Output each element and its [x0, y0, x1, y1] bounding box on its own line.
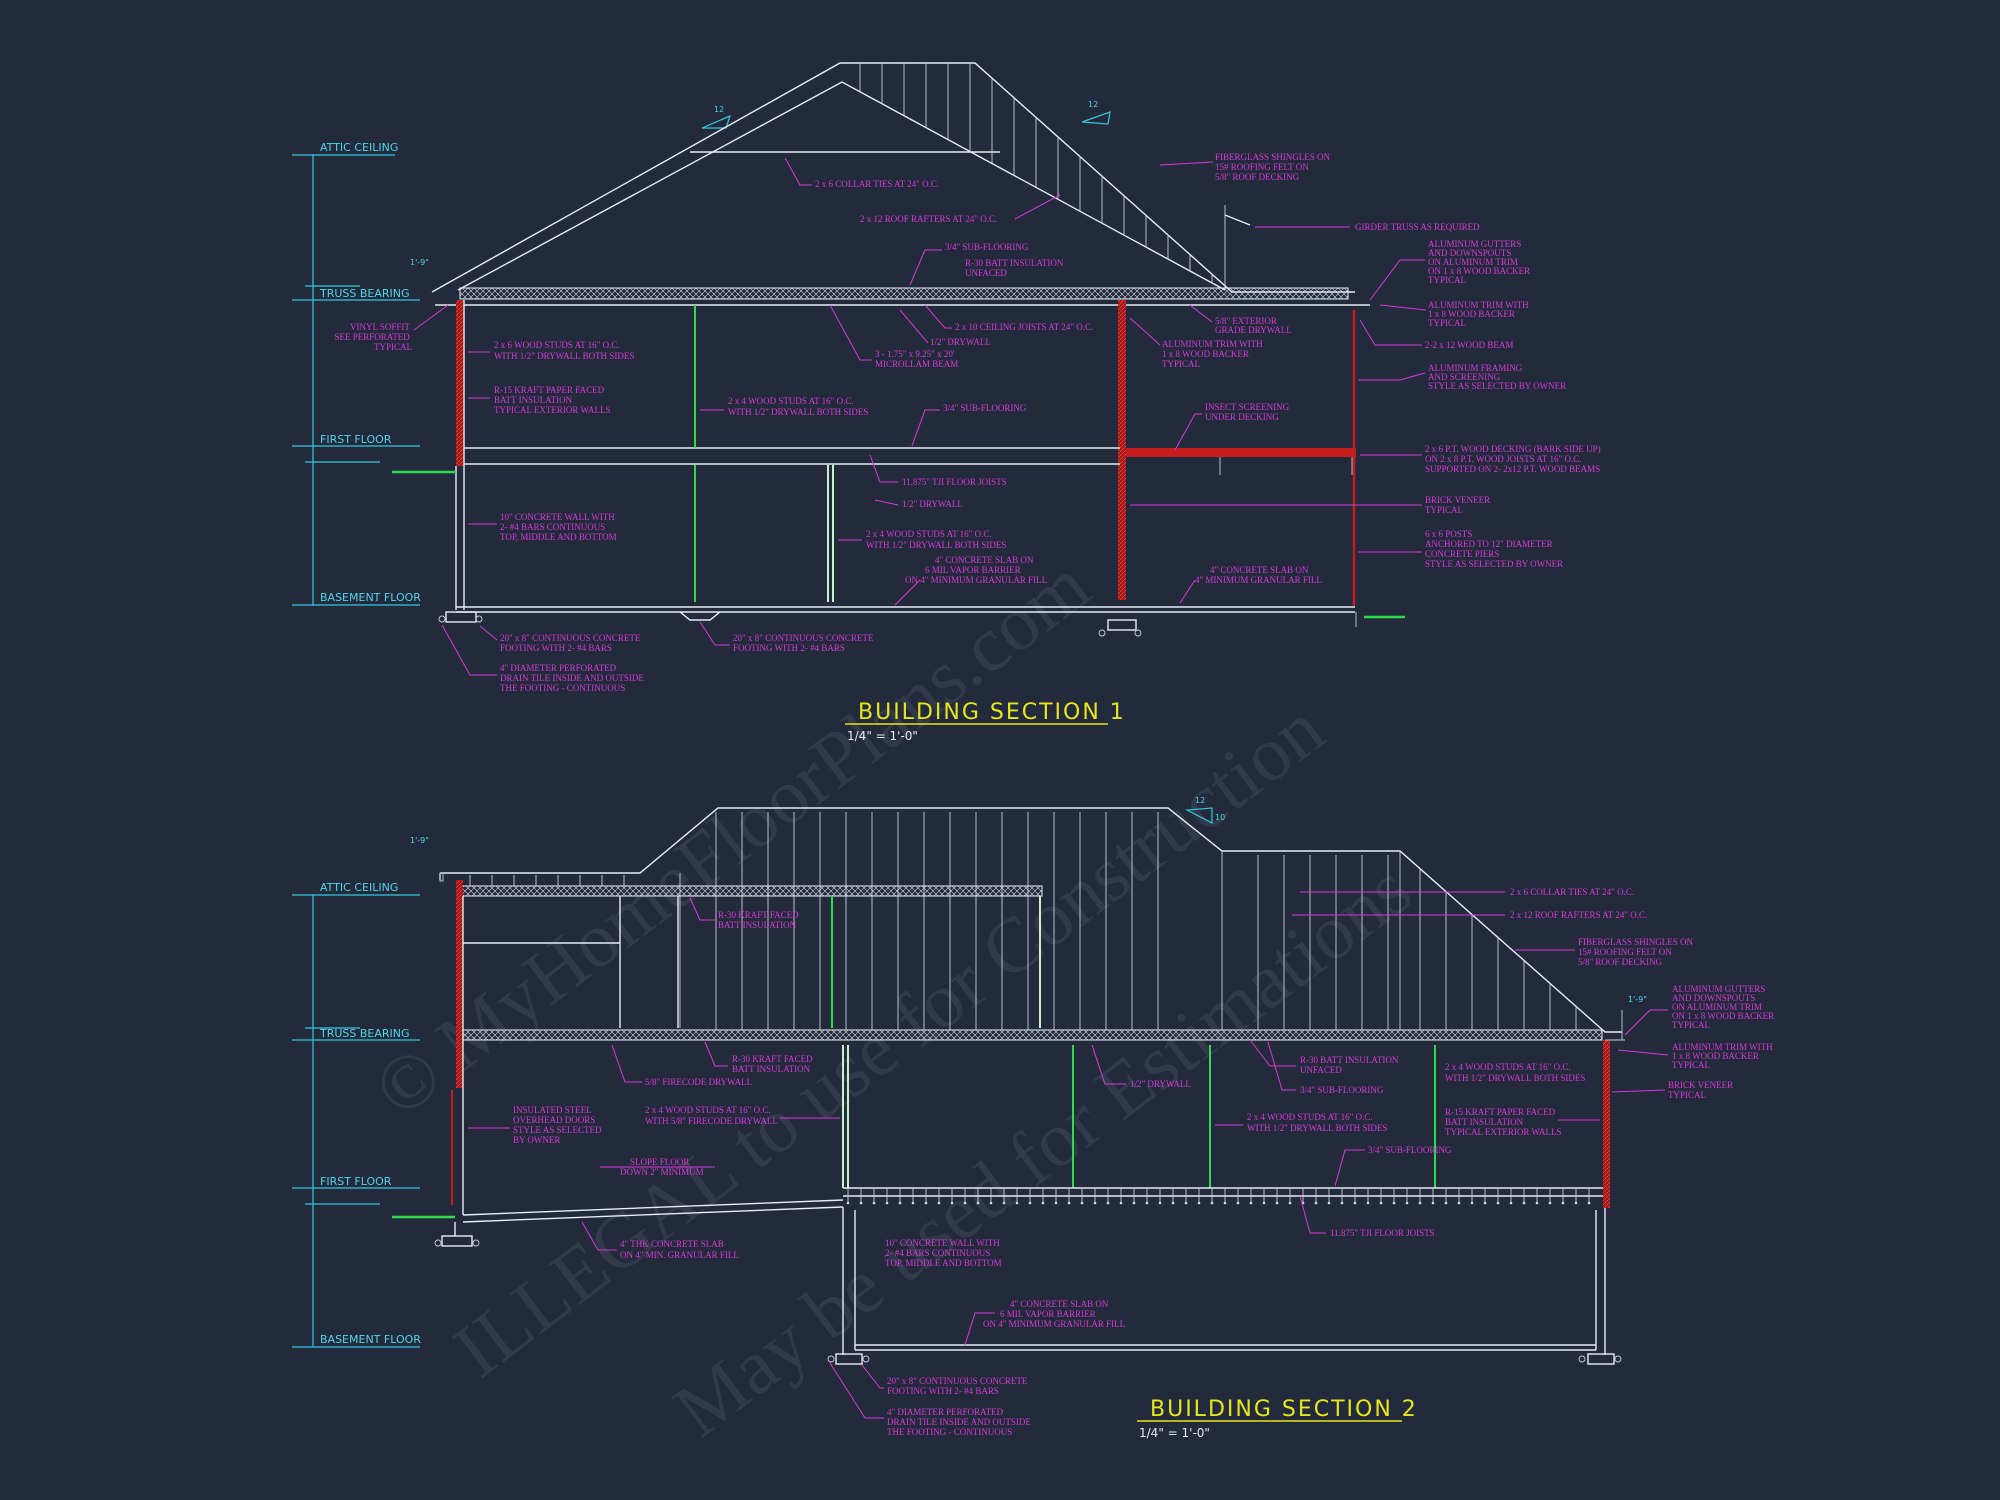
watermark-line-1: © MyHomeFloorPlans.com — [358, 541, 1105, 1134]
s2-truss-insulation-band — [459, 1029, 1603, 1041]
building-section-2: ATTIC CEILING TRUSS BEARING FIRST FLOOR … — [292, 796, 1776, 1440]
s2-note-subfloor-1: 3/4" SUB-FLOORING — [1300, 1085, 1384, 1095]
s2-note-kraft-r30-mid: R-30 KRAFT FACED BATT INSULATION — [732, 1054, 815, 1074]
section2-level-markers: ATTIC CEILING TRUSS BEARING FIRST FLOOR … — [292, 796, 1647, 1348]
s1-note-posts: 6 x 6 POSTS ANCHORED TO 12" DIAMETER CON… — [1425, 529, 1563, 569]
s2-attic-insulation-band — [459, 885, 1043, 897]
s2-level-attic-ceiling: ATTIC CEILING — [320, 881, 398, 894]
s2-note-studs-right: 2 x 4 WOOD STUDS AT 16" O.C. WITH 1/2" D… — [1445, 1062, 1585, 1083]
s1-scale: 1/4" = 1'-0" — [847, 729, 918, 743]
s2-note-footing: 20" x 8" CONTINUOUS CONCRETE FOOTING WIT… — [887, 1376, 1030, 1396]
s1-note-wood-beam: 2-2 x 12 WOOD BEAM — [1425, 340, 1513, 350]
s2-note-drain-tile: 4" DIAMETER PERFORATED DRAIN TILE INSIDE… — [887, 1407, 1033, 1437]
s2-note-studs-firecode: 2 x 4 WOOD STUDS AT 16" O.C. WITH 5/8" F… — [645, 1105, 778, 1126]
s1-note-alum-trim-2: ALUMINUM TRIM WITH 1 x 8 WOOD BACKER TYP… — [1162, 339, 1265, 369]
s2-note-r15-kraft: R-15 KRAFT PAPER FACED BATT INSULATION T… — [1445, 1107, 1562, 1137]
section1-level-markers: ATTIC CEILING TRUSS BEARING FIRST FLOOR … — [292, 100, 1111, 606]
s1-note-exterior-drywall: 5/8" EXTERIOR GRADE DRYWALL — [1215, 316, 1292, 335]
s2-note-drywall: 1/2" DRYWALL — [1130, 1079, 1191, 1089]
s2-note-studs-mid: 2 x 4 WOOD STUDS AT 16" O.C. WITH 1/2" D… — [1247, 1112, 1387, 1133]
s1-note-insect-screening: INSECT SCREENING UNDER DECKING — [1205, 402, 1291, 422]
s1-note-studs-exterior: 2 x 6 WOOD STUDS AT 16" O.C. WITH 1/2" D… — [494, 340, 634, 361]
s1-note-studs-basement: 2 x 4 WOOD STUDS AT 16" O.C. WITH 1/2" D… — [866, 529, 1006, 550]
s1-note-alum-framing: ALUMINUM FRAMING AND SCREENING STYLE AS … — [1428, 363, 1566, 391]
s2-note-slope-floor: SLOPE FLOOR DOWN 2" MINIMUM — [620, 1157, 704, 1177]
s1-note-shingles: FIBERGLASS SHINGLES ON 15# ROOFING FELT … — [1215, 152, 1332, 182]
s2-pitch-rise: 10 — [1215, 813, 1225, 822]
s2-note-slab-vapor: 4" CONCRETE SLAB ON 6 MIL VAPOR BARRIER … — [983, 1299, 1125, 1329]
s2-title: BUILDING SECTION 2 — [1150, 1397, 1418, 1422]
building-section-1: ATTIC CEILING TRUSS BEARING FIRST FLOOR … — [292, 62, 1603, 743]
s2-note-concrete-wall: 10" CONCRETE WALL WITH 2- #4 BARS CONTIN… — [885, 1238, 1002, 1268]
s1-note-slab-porch: 4" CONCRETE SLAB ON 4" MINIMUM GRANULAR … — [1195, 565, 1322, 585]
s1-overhang-dim: 1'-9" — [410, 258, 429, 267]
section1-structure — [392, 300, 1405, 637]
s2-level-truss-bearing: TRUSS BEARING — [319, 1027, 410, 1040]
s1-note-batt-r30: R-30 BATT INSULATION UNFACED — [965, 258, 1066, 278]
s2-note-rafters: 2 x 12 ROOF RAFTERS AT 24" O.C. — [1510, 910, 1647, 920]
s1-note-girder-truss: GIRDER TRUSS AS REQUIRED — [1355, 222, 1480, 232]
s1-note-floor-joists: 11.875" TJI FLOOR JOISTS — [902, 477, 1007, 487]
s1-level-basement-floor: BASEMENT FLOOR — [320, 591, 421, 604]
s2-overhang-dim-right: 1'-9" — [1628, 995, 1647, 1004]
s1-note-pt-decking: 2 x 6 P.T. WOOD DECKING (BARK SIDE UP) O… — [1425, 444, 1603, 474]
s2-note-overhead-doors: INSULATED STEEL OVERHEAD DOORS STYLE AS … — [513, 1105, 604, 1145]
s1-note-subfloor-top: 3/4" SUB-FLOORING — [945, 242, 1029, 252]
s1-note-slab-vapor: 4" CONCRETE SLAB ON 6 MIL VAPOR BARRIER … — [905, 555, 1047, 585]
s2-note-alum-trim: ALUMINUM TRIM WITH 1 x 8 WOOD BACKER TYP… — [1672, 1042, 1775, 1070]
s2-scale: 1/4" = 1'-0" — [1139, 1426, 1210, 1440]
s1-note-brick-veneer: BRICK VENEER TYPICAL — [1425, 495, 1492, 515]
s1-note-footing-mid: 20" x 8" CONTINUOUS CONCRETE FOOTING WIT… — [733, 633, 876, 653]
s2-note-kraft-r30-top: R-30 KRAFT FACED BATT INSULATION — [718, 910, 801, 930]
s1-note-drywall: 1/2" DRYWALL — [930, 337, 991, 347]
s1-note-rafters: 2 x 12 ROOF RAFTERS AT 24" O.C. — [860, 214, 997, 224]
s1-note-subfloor-mid: 3/4" SUB-FLOORING — [943, 403, 1027, 413]
s1-title: BUILDING SECTION 1 — [858, 700, 1126, 725]
s1-level-first-floor: FIRST FLOOR — [320, 433, 392, 446]
s1-note-gutters: ALUMINUM GUTTERS AND DOWNSPOUTS ON ALUMI… — [1428, 239, 1532, 285]
s1-note-microllam: 3 - 1.75" x 9.25" x 20' MICROLLAM BEAM — [875, 349, 958, 369]
s2-note-shingles: FIBERGLASS SHINGLES ON 15# ROOFING FELT … — [1578, 937, 1695, 967]
s1-note-r15-kraft: R-15 KRAFT PAPER FACED BATT INSULATION T… — [494, 385, 611, 415]
section2-structure — [392, 880, 1625, 1365]
s1-note-vinyl-soffit: VINYL SOFFIT SEE PERFORATED TYPICAL — [334, 322, 412, 352]
s1-level-truss-bearing: TRUSS BEARING — [319, 287, 410, 300]
s2-note-firecode: 5/8" FIRECODE DRYWALL — [645, 1077, 752, 1087]
s1-note-alum-trim: ALUMINUM TRIM WITH 1 x 8 WOOD BACKER TYP… — [1428, 300, 1531, 328]
section2-annotations: R-30 KRAFT FACED BATT INSULATION 2 x 6 C… — [468, 887, 1776, 1437]
section1-annotations: FIBERGLASS SHINGLES ON 15# ROOFING FELT … — [334, 152, 1603, 693]
s2-note-floor-joists: 11.875" TJI FLOOR JOISTS — [1330, 1228, 1435, 1238]
s2-note-gutters: ALUMINUM GUTTERS AND DOWNSPOUTS ON ALUMI… — [1672, 984, 1776, 1030]
s1-note-drain-tile: 4" DIAMETER PERFORATED DRAIN TILE INSIDE… — [500, 663, 646, 693]
s1-note-concrete-wall: 10" CONCRETE WALL WITH 2- #4 BARS CONTIN… — [500, 512, 617, 542]
s1-note-drywall-basement: 1/2" DRYWALL — [902, 499, 963, 509]
s2-level-basement-floor: BASEMENT FLOOR — [320, 1333, 421, 1346]
s2-note-collar-ties: 2 x 6 COLLAR TIES AT 24" O.C. — [1510, 887, 1634, 897]
s1-note-footing-left: 20" x 8" CONTINUOUS CONCRETE FOOTING WIT… — [500, 633, 643, 653]
s2-note-subfloor-2: 3/4" SUB-FLOORING — [1368, 1145, 1452, 1155]
s2-note-brick-veneer: BRICK VENEER TYPICAL — [1668, 1080, 1735, 1100]
s2-level-first-floor: FIRST FLOOR — [320, 1175, 392, 1188]
s1-note-studs-interior: 2 x 4 WOOD STUDS AT 16" O.C. WITH 1/2" D… — [728, 396, 868, 417]
s1-ceiling-insulation-band — [459, 287, 1349, 300]
s1-note-ceiling-joists: 2 x 10 CEILING JOISTS AT 24" O.C. — [955, 322, 1093, 332]
s1-note-collar-ties: 2 x 6 COLLAR TIES AT 24" O.C. — [815, 179, 939, 189]
s1-pitch-right: 12 — [1088, 100, 1098, 109]
s2-note-garage-slab: 4" THK CONCRETE SLAB ON 4" MIN. GRANULAR… — [620, 1239, 739, 1260]
s1-pitch-left: 12 — [714, 105, 724, 114]
section2-roof — [439, 807, 1622, 1033]
s2-overhang-dim: 1'-9" — [410, 836, 429, 845]
s1-level-attic-ceiling: ATTIC CEILING — [320, 141, 398, 154]
s2-note-r30-unfaced: R-30 BATT INSULATION UNFACED — [1300, 1055, 1401, 1075]
s2-pitch: 12 — [1195, 796, 1205, 805]
